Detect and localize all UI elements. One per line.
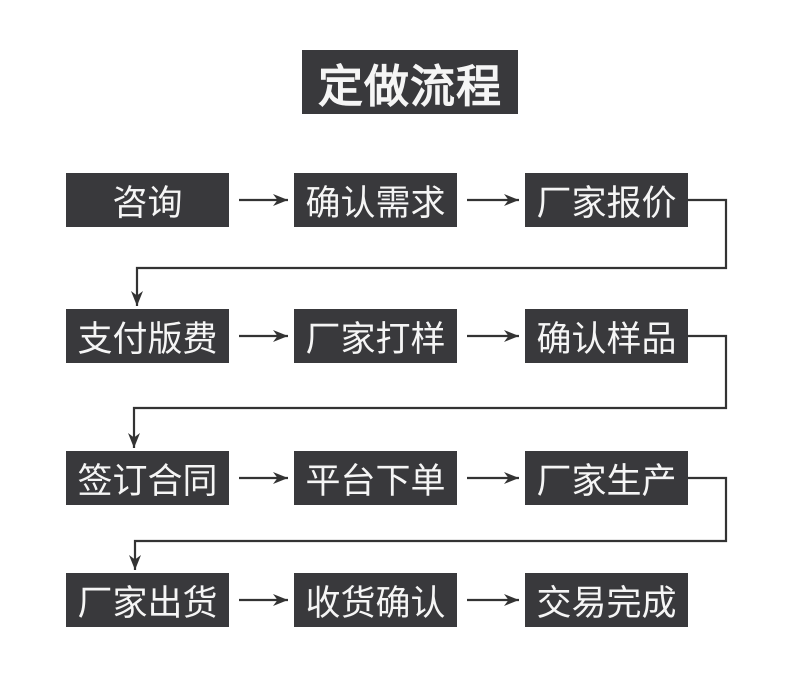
step-sign-contract: 签订合同 [66,451,229,505]
flow-title: 定做流程 [302,50,518,114]
step-confirm-requirements: 确认需求 [294,173,457,227]
step-manufacturer-quote: 厂家报价 [525,173,688,227]
step-confirm-sample: 确认样品 [525,309,688,363]
step-receipt-confirmation: 收货确认 [294,573,457,627]
step-manufacturer-production: 厂家生产 [525,451,688,505]
step-manufacturer-sampling: 厂家打样 [294,309,457,363]
step-consultation: 咨询 [66,173,229,227]
step-pay-plate-fee: 支付版费 [66,309,229,363]
step-manufacturer-shipping: 厂家出货 [66,573,229,627]
step-transaction-complete: 交易完成 [525,573,688,627]
step-platform-order: 平台下单 [294,451,457,505]
